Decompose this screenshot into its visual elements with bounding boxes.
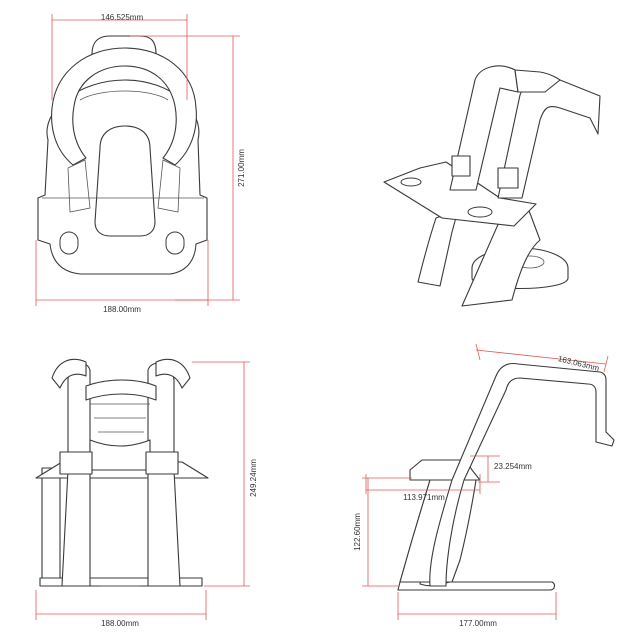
top-view-slot-left <box>59 231 79 255</box>
iso-tray-hole-right <box>467 206 493 218</box>
iso-clip-left <box>451 155 471 177</box>
front-headband <box>85 379 157 401</box>
side-view: 163.063mm 23.254mm 113.971mm 122.60mm 17… <box>353 343 615 628</box>
top-view-center-post <box>94 125 156 237</box>
front-clip-right <box>145 451 179 475</box>
front-width-label: 188.00mm <box>101 619 139 628</box>
iso-tray <box>383 161 537 227</box>
top-view: 146.525mm 271.00mm 188.00mm <box>35 13 246 314</box>
front-view: 249.24mm 188.00mm <box>35 358 258 628</box>
iso-clip-right <box>497 167 519 189</box>
top-view-ring-inner-arc <box>79 90 169 101</box>
side-base-width-label: 177.00mm <box>459 619 497 628</box>
iso-support-plate <box>461 207 541 307</box>
iso-front-leg <box>417 209 459 287</box>
dim-line <box>475 349 607 365</box>
top-bottom-width-label: 188.00mm <box>103 305 141 314</box>
front-cap-left <box>51 358 87 389</box>
top-width-label: 146.525mm <box>101 13 144 22</box>
dim-ext-line <box>475 343 481 361</box>
front-clip-left <box>59 451 93 475</box>
top-view-ring <box>51 47 197 166</box>
iso-arm-top <box>514 69 561 93</box>
top-view-left-clip <box>67 159 91 213</box>
front-center-shield <box>89 439 151 471</box>
front-left-foot-guide <box>41 467 61 587</box>
top-height-label: 271.00mm <box>237 149 246 187</box>
front-height-label: 249.24mm <box>249 459 258 497</box>
side-base-height-label: 122.60mm <box>353 513 362 551</box>
front-inner-lines <box>90 403 150 433</box>
side-tray-height-label: 23.254mm <box>494 462 532 471</box>
isometric-view <box>383 65 601 307</box>
top-view-slot-right <box>165 231 185 255</box>
iso-tray-hole-left <box>400 177 422 187</box>
top-view-right-clip <box>157 159 181 213</box>
front-cap-right <box>155 358 191 389</box>
side-arm <box>429 362 615 587</box>
side-tray-width-label: 113.971mm <box>403 493 445 502</box>
